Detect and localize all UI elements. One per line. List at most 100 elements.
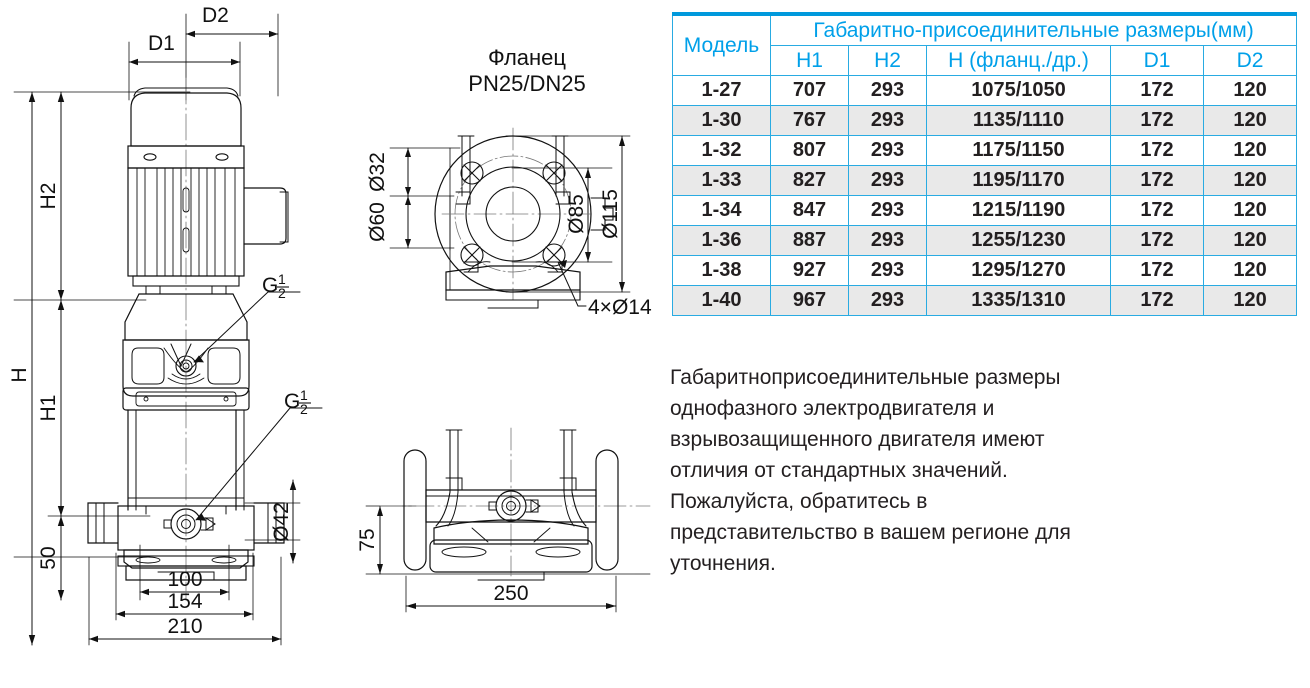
cell-h: 1295/1270 [926,255,1111,286]
label-h: H [8,367,31,382]
label-d2: D2 [202,4,229,27]
flange-and-side-views: Ø32 Ø60 Ø85 Ø115 4×Ø14 75 250 [350,0,680,688]
cell-h2: 293 [848,225,927,256]
svg-text:G: G [284,390,300,413]
cell-h: 1215/1190 [926,195,1111,226]
cell-model: 1-34 [672,195,771,226]
cell-model: 1-27 [672,75,771,106]
cell-d1: 172 [1110,165,1204,196]
cell-model: 1-40 [672,285,771,316]
cell-model: 1-30 [672,105,771,136]
cell-h2: 293 [848,285,927,316]
cell-model: 1-32 [672,135,771,166]
cell-d1: 172 [1110,225,1204,256]
cell-model: 1-36 [672,225,771,256]
header-h: H (фланц./др.) [926,45,1111,76]
label-h2: H2 [37,183,60,210]
cell-h2: 293 [848,255,927,286]
cell-h2: 293 [848,105,927,136]
label-h1: H1 [37,395,60,422]
cell-h2: 293 [848,195,927,226]
cell-d2: 120 [1202,195,1298,226]
label-d60: Ø60 [366,202,389,242]
header-model: Модель [672,12,771,76]
label-g-half-upper: G 1 2 [262,271,289,301]
cell-h1: 767 [770,105,849,136]
cell-d2: 120 [1202,75,1298,106]
header-h1: H1 [770,45,849,76]
cell-h: 1175/1150 [926,135,1111,166]
cell-h1: 707 [770,75,849,106]
label-d42: Ø42 [270,502,293,542]
cell-d2: 120 [1202,225,1298,256]
cell-h: 1255/1230 [926,225,1111,256]
cell-h1: 827 [770,165,849,196]
cell-d1: 172 [1110,75,1204,106]
table-header-row-2: H1 H2 H (фланц./др.) D1 D2 [673,45,1298,76]
dimensions-table: Модель Габаритно-присоединительные разме… [672,12,1298,316]
label-d1: D1 [148,32,175,55]
cell-d1: 172 [1110,195,1204,226]
label-75: 75 [356,528,379,551]
label-250: 250 [493,582,528,605]
svg-text:1: 1 [278,271,286,287]
table-header-row-1: Модель Габаритно-присоединительные разме… [672,12,1298,76]
cell-h: 1335/1310 [926,285,1111,316]
flange-title-line1: Фланец [487,45,567,70]
dimensions-table-wrapper: Модель Габаритно-присоединительные разме… [672,12,1298,316]
cell-h: 1195/1170 [926,165,1111,196]
label-g-half-lower: G 1 2 [284,387,311,417]
note-paragraph: Габаритноприсоединительные размеры одноф… [670,366,1071,575]
header-group: Габаритно-присоединительные размеры(мм) [769,12,1298,46]
cell-h1: 967 [770,285,849,316]
cell-h1: 847 [770,195,849,226]
cell-h: 1135/1110 [926,105,1111,136]
label-d32: Ø32 [366,152,389,192]
svg-text:G: G [262,274,278,297]
label-154: 154 [167,590,202,613]
cell-model: 1-33 [672,165,771,196]
svg-text:1: 1 [300,387,308,403]
label-210: 210 [167,615,202,638]
table-head: Модель Габаритно-присоединительные разме… [672,12,1298,76]
cell-h1: 927 [770,255,849,286]
cell-d2: 120 [1202,165,1298,196]
cell-d1: 172 [1110,285,1204,316]
svg-text:2: 2 [300,401,308,417]
cell-d2: 120 [1202,135,1298,166]
cell-h1: 807 [770,135,849,166]
header-d2: D2 [1202,45,1298,76]
label-100: 100 [167,568,202,591]
svg-text:2: 2 [278,285,286,301]
pump-front-view: D2 D1 H H2 H1 50 Ø42 100 154 210 G 1 2 G… [8,4,323,646]
label-4x-d14: 4×Ø14 [588,296,652,319]
cell-h2: 293 [848,165,927,196]
header-d1: D1 [1110,45,1204,76]
label-d115: Ø115 [599,189,622,239]
cell-d1: 172 [1110,135,1204,166]
header-h2: H2 [848,45,927,76]
cell-h: 1075/1050 [926,75,1111,106]
flange-title-line2: PN25/DN25 [468,71,586,96]
cell-d1: 172 [1110,255,1204,286]
cell-model: 1-38 [672,255,771,286]
flange-title: Фланец PN25/DN25 [432,45,622,97]
label-50: 50 [37,546,60,569]
cell-d2: 120 [1202,105,1298,136]
cell-h2: 293 [848,75,927,106]
cell-h1: 887 [770,225,849,256]
cell-h2: 293 [848,135,927,166]
cell-d2: 120 [1202,255,1298,286]
label-d85: Ø85 [565,194,588,234]
cell-d2: 120 [1202,285,1298,316]
